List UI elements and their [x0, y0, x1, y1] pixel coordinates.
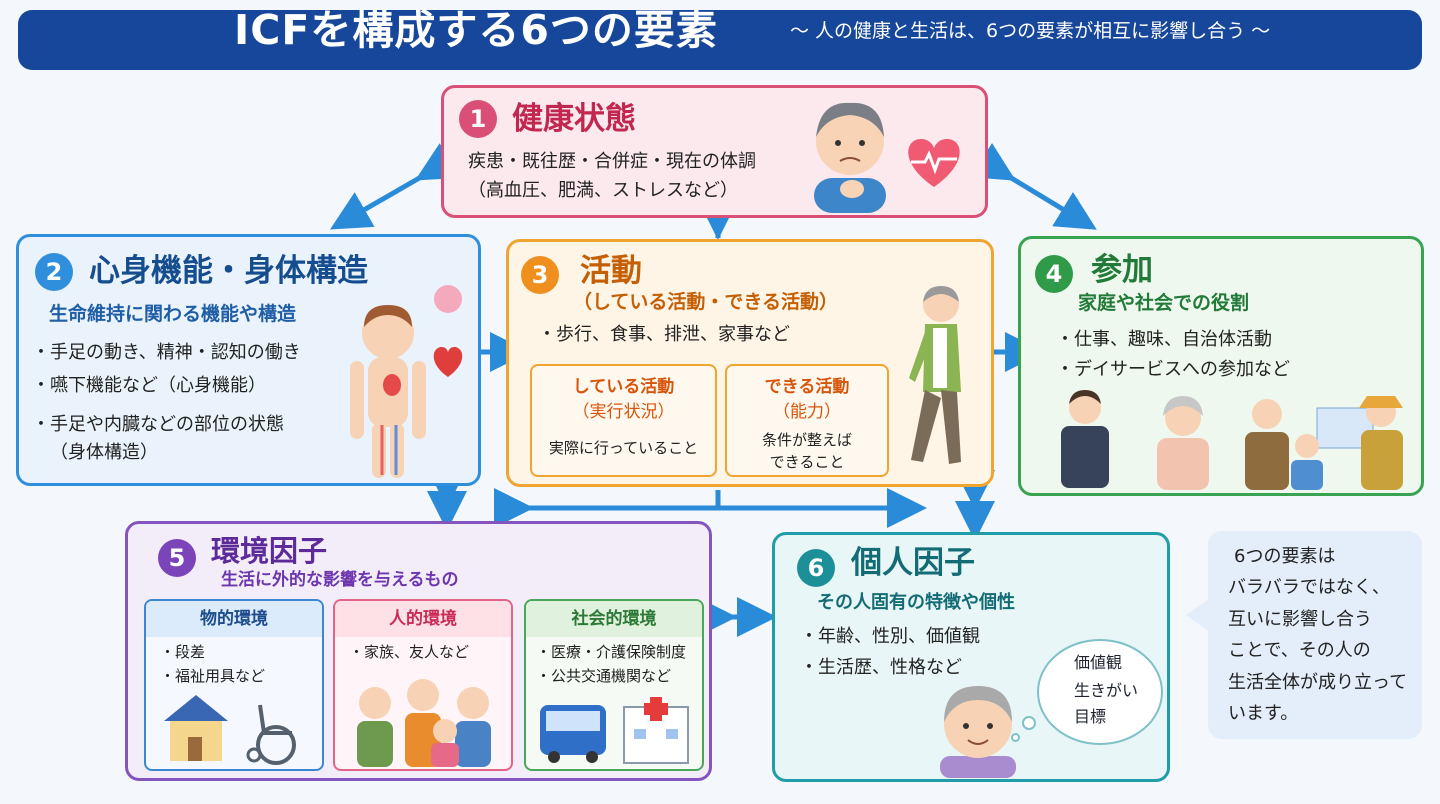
health-line-2: （高血圧、肥満、ストレスなど） [468, 180, 738, 201]
activity-subtitle: （している活動・できる活動） [573, 291, 839, 313]
personal-title: 個人因子 [851, 545, 975, 581]
doing-activity-box: している活動 （実行状況） 実際に行っていること [530, 364, 717, 477]
header-banner [18, 10, 1422, 70]
social-env-header [526, 601, 702, 637]
participation-item-2: ・デイサービスへの参加など [1056, 359, 1290, 380]
social-env-item-1: ・医療・介護保険制度 [536, 643, 687, 661]
callout-line-2: バラバラではなく、 [1228, 577, 1390, 598]
bus-and-hospital-icon [540, 697, 689, 764]
body-item-1: ・手足の動き、精神・認知の働き [32, 342, 301, 363]
human-env-header [335, 601, 511, 637]
physical-env-header [146, 601, 322, 637]
activity-item-1: ・歩行、食事、排泄、家事など [538, 324, 790, 345]
can-activity-desc-1: 条件が整えば [761, 431, 852, 449]
arrow-health-body [330, 143, 460, 230]
social-env-title: 社会的環境 [571, 609, 657, 629]
human-environment-box: 人的環境 ・家族、友人など [333, 599, 513, 771]
can-activity-desc-2: できること [769, 453, 845, 471]
callout-line-4: ことで、その人の [1228, 640, 1371, 661]
social-env-item-2: ・公共交通機関など [536, 667, 672, 685]
human-env-title: 人的環境 [389, 609, 457, 629]
personal-number-badge: 6 [797, 549, 835, 587]
body-item-3: ・手足や内臓などの部位の状態 [32, 414, 284, 435]
page-subtitle: ～ 人の健康と生活は、6つの要素が相互に影響し合う ～ [790, 20, 1271, 42]
arrow-health-participation [971, 142, 1097, 230]
body-title: 心身機能・身体構造 [89, 253, 368, 289]
callout-line-1: 6つの要素は [1234, 546, 1336, 567]
health-title: 健康状態 [512, 101, 636, 137]
body-item-2: ・嚥下機能など（心身機能） [32, 375, 266, 396]
social-environment-box: 社会的環境 ・医療・介護保険制度 ・公共交通機関など [524, 599, 704, 771]
health-number-badge: 1 [459, 100, 497, 138]
physical-env-item-1: ・段差 [160, 643, 206, 661]
thought-dot-2 [1011, 733, 1020, 742]
doing-activity-title: している活動 [572, 377, 675, 397]
body-item-4: （身体構造） [50, 442, 158, 463]
physical-environment-box: 物的環境 ・段差 ・福祉用具など [144, 599, 324, 771]
personal-item-2: ・生活歴、性格など [800, 657, 962, 678]
can-activity-sub: （能力） [773, 402, 841, 422]
doing-activity-desc: 実際に行っていること [548, 439, 699, 457]
physical-env-item-2: ・福祉用具など [160, 667, 266, 685]
can-activity-title: できる活動 [764, 377, 850, 397]
body-number-badge: 2 [35, 253, 73, 291]
community-people-illustration [1061, 390, 1403, 490]
personal-subtitle: その人固有の特徴や個性 [817, 592, 1015, 613]
walking-elder-illustration [909, 286, 961, 464]
environment-number-badge: 5 [158, 539, 196, 577]
thought-dot-1 [1022, 716, 1036, 730]
physical-env-title: 物的環境 [200, 609, 268, 629]
summary-callout [1208, 531, 1422, 739]
house-and-wheelchair-icon [164, 695, 296, 765]
activity-number-badge: 3 [521, 256, 559, 294]
thought-item-2: 生きがい [1074, 681, 1139, 700]
callout-tail [1186, 598, 1210, 632]
callout-line-5: 生活全体が成り立って [1228, 672, 1408, 693]
can-activity-box: できる活動 （能力） 条件が整えば できること [725, 364, 889, 477]
activity-title: 活動 [580, 253, 642, 289]
participation-item-1: ・仕事、趣味、自治体活動 [1056, 329, 1272, 350]
body-subtitle: 生命維持に関わる機能や構造 [49, 303, 297, 325]
doing-activity-sub: （実行状況） [572, 402, 675, 422]
thought-bubble [1037, 639, 1163, 745]
participation-number-badge: 4 [1035, 255, 1073, 293]
thought-item-1: 価値観 [1074, 653, 1123, 672]
elderly-man-illustration [814, 102, 886, 213]
human-env-item-1: ・家族、友人など [349, 643, 470, 661]
callout-line-3: 互いに影響し合う [1228, 609, 1372, 630]
environment-subtitle: 生活に外的な影響を与えるもの [221, 570, 459, 590]
participation-title: 参加 [1091, 252, 1153, 288]
callout-line-6: います。 [1228, 703, 1299, 724]
health-condition-card [441, 85, 988, 218]
elderly-woman-illustration [940, 686, 1016, 778]
heart-icon [908, 139, 960, 187]
environment-title: 環境因子 [211, 534, 328, 568]
human-body-illustration [350, 285, 463, 478]
personal-item-1: ・年齢、性別、価値観 [800, 626, 980, 647]
family-illustration [357, 679, 491, 767]
page-title: ICFを構成する6つの要素 [234, 6, 718, 54]
participation-subtitle: 家庭や社会での役割 [1078, 292, 1250, 314]
thought-item-3: 目標 [1074, 707, 1107, 726]
health-line-1: 疾患・既往歴・合併症・現在の体調 [468, 151, 756, 172]
